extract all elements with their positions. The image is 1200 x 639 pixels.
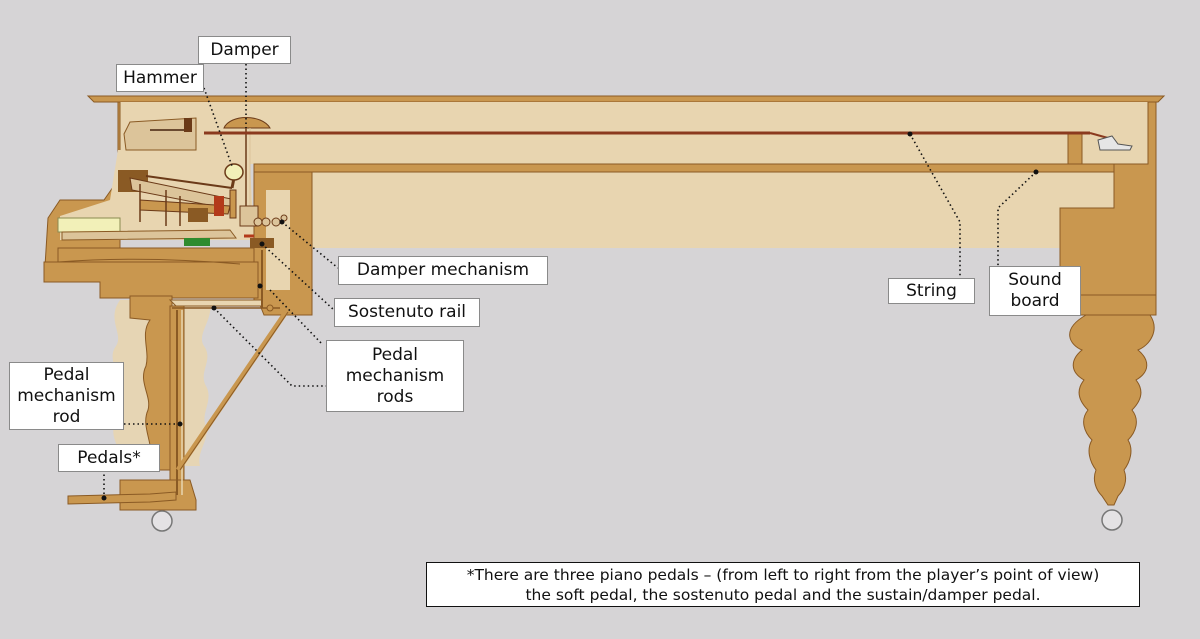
leader-hammer [203,87,233,167]
leader-sostenuto-rail [261,243,335,311]
leader-dot-damper-mechanism [279,219,285,225]
label-pedal-mechanism-rod: Pedal mechanism rod [9,362,124,430]
leader-sound-board [997,171,1037,266]
leader-dot-string [907,131,913,137]
label-pedals: Pedals* [58,444,160,472]
label-damper-mechanism: Damper mechanism [338,256,548,285]
leader-pedal-mechanism-rods-2 [213,307,328,387]
label-sound-board: Sound board [989,266,1081,316]
action-mechanism [57,117,288,248]
leader-dot-pedals [101,495,107,501]
leader-dot-sostenuto-rail [259,241,265,247]
leader-pedal-mechanism-rods-1 [269,289,323,345]
label-damper: Damper [198,36,291,64]
label-pedal-mechanism-rods: Pedal mechanism rods [326,340,464,412]
leader-dot-rods-2 [211,305,217,311]
label-hammer: Hammer [116,64,204,92]
label-string: String [888,278,975,304]
leader-dot-sound-board [1033,169,1039,175]
right-leg [1069,294,1157,531]
leader-damper-mechanism [281,221,339,269]
label-sostenuto-rail: Sostenuto rail [334,298,480,327]
leader-lines [103,64,1037,498]
leader-dot-rods-1 [257,283,263,289]
front-leg [67,250,289,532]
leader-dot-rod [177,421,183,427]
string [204,131,1133,151]
footnote: *There are three piano pedals – (from le… [426,562,1140,607]
footnote-line-1: *There are three piano pedals – (from le… [466,566,1100,584]
footnote-line-2: the soft pedal, the sostenuto pedal and … [525,586,1041,604]
